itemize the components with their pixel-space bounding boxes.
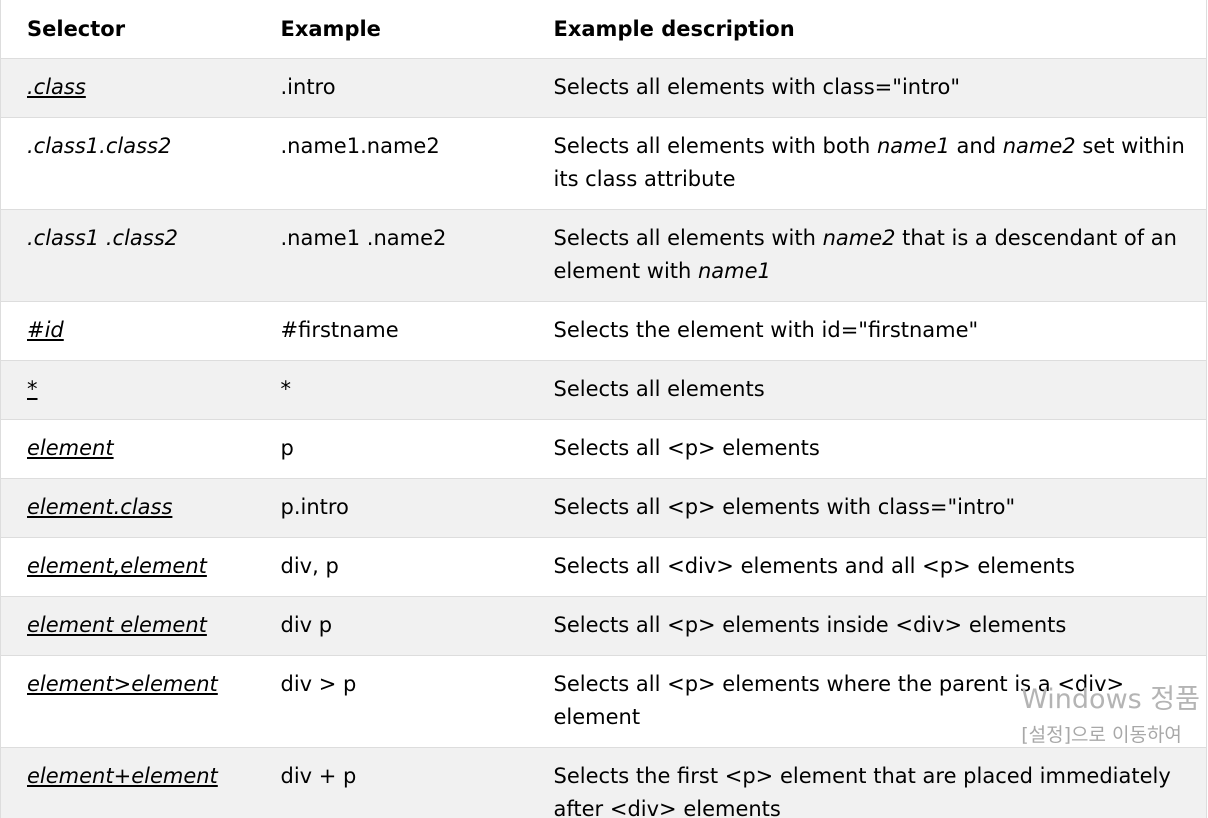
selector-cell: .class [1,59,255,118]
description-cell: Selects all elements [528,361,1207,420]
description-cell: Selects all <div> elements and all <p> e… [528,538,1207,597]
description-text: Selects all elements with [553,226,823,250]
selector-link[interactable]: element,element [27,554,207,578]
table-row: #id #firstname Selects the element with id… [0,301,1207,361]
selector-text: .class1 .class2 [27,226,179,250]
table-row: element element div p Selects all <p> elem… [0,596,1207,656]
example-cell: p [280,436,294,460]
selector-link[interactable]: element>element [27,672,218,696]
example-cell: * [280,377,292,401]
header-example: Example [280,17,381,41]
description-cell: Selects all elements with both name1 and… [528,118,1207,210]
table-row: element.class p.intro Selects all <p> elem… [0,478,1207,538]
table-row: element p Selects all <p> elements [0,419,1207,479]
description-text: Selects all elements [553,377,765,401]
selector-link[interactable]: element+element [27,764,218,788]
selector-link[interactable]: .class [27,75,86,99]
table-row: .class .intro Selects all elements with cl… [0,58,1207,118]
selector-cell: element+element [1,748,255,818]
selector-link[interactable]: #id [27,318,64,342]
table-body: .class .intro Selects all elements with cl… [0,58,1207,818]
example-cell: p.intro [280,495,349,519]
description-text: Selects all <p> elements [553,436,820,460]
selector-cell: element>element [1,656,255,748]
description-text: and [949,134,1003,158]
table-row: element>element div > p Selects all <p> el… [0,655,1207,748]
selector-cell: .class1 .class2 [1,210,255,302]
description-text: Selects all elements with both [553,134,877,158]
description-cell: Selects all elements with name2 that is … [528,210,1207,302]
description-cell: Selects all <p> elements with class="int… [528,479,1207,538]
description-cell: Selects all <p> elements [528,420,1207,479]
selector-link[interactable]: * [27,377,38,401]
description-text: Selects all elements with class="intro" [553,75,961,99]
selector-cell: element.class [1,479,255,538]
description-text: Selects the element with id="firstname" [553,318,979,342]
example-cell: div p [280,613,333,637]
selector-cell: element [1,420,255,479]
description-cell: Selects the first <p> element that are p… [528,748,1207,818]
table-header-row: Selector Example Example description [0,0,1207,59]
selector-cell: element,element [1,538,255,597]
table-row: element+element div + p Selects the first … [0,747,1207,818]
table-row: element,element div, p Selects all <div> e… [0,537,1207,597]
description-emphasis: name2 [1002,134,1076,158]
example-cell: div + p [280,764,357,788]
description-emphasis: name1 [698,259,771,283]
selector-cell: #id [1,302,255,361]
selector-text: .class1.class2 [27,134,172,158]
example-cell: .name1 .name2 [280,226,447,250]
table-row: .class1.class2 .name1.name2 Selects all el… [0,117,1207,210]
description-cell: Selects the element with id="firstname" [528,302,1207,361]
description-emphasis: name2 [822,226,896,250]
description-cell: Selects all <p> elements where the paren… [528,656,1207,748]
selector-link[interactable]: element [27,436,114,460]
description-cell: Selects all <p> elements inside <div> el… [528,597,1207,656]
table-row: * * Selects all elements [0,360,1207,420]
example-cell: .name1.name2 [280,134,440,158]
description-text: that is a descendant of an element with [553,226,1177,283]
selector-link[interactable]: element.class [27,495,173,519]
selector-cell: element element [1,597,255,656]
description-text: Selects all <p> elements with class="int… [553,495,1016,519]
example-cell: #firstname [280,318,399,342]
description-text: Selects all <p> elements inside <div> el… [553,613,1067,637]
table-row: .class1 .class2 .name1 .name2 Selects all … [0,209,1207,302]
description-text: Selects all <div> elements and all <p> e… [553,554,1075,578]
description-cell: Selects all elements with class="intro" [528,59,1207,118]
selector-cell: .class1.class2 [1,118,255,210]
description-text: Selects the first <p> element that are p… [553,764,1171,818]
description-text: Selects all <p> elements where the paren… [553,672,1125,729]
example-cell: div > p [280,672,357,696]
header-selector: Selector [27,17,126,41]
header-description: Example description [553,17,795,41]
description-text: set within its class attribute [553,134,1185,191]
selector-link[interactable]: element element [27,613,207,637]
example-cell: div, p [280,554,339,578]
example-cell: .intro [280,75,336,99]
description-emphasis: name1 [876,134,950,158]
selector-cell: * [1,361,255,420]
